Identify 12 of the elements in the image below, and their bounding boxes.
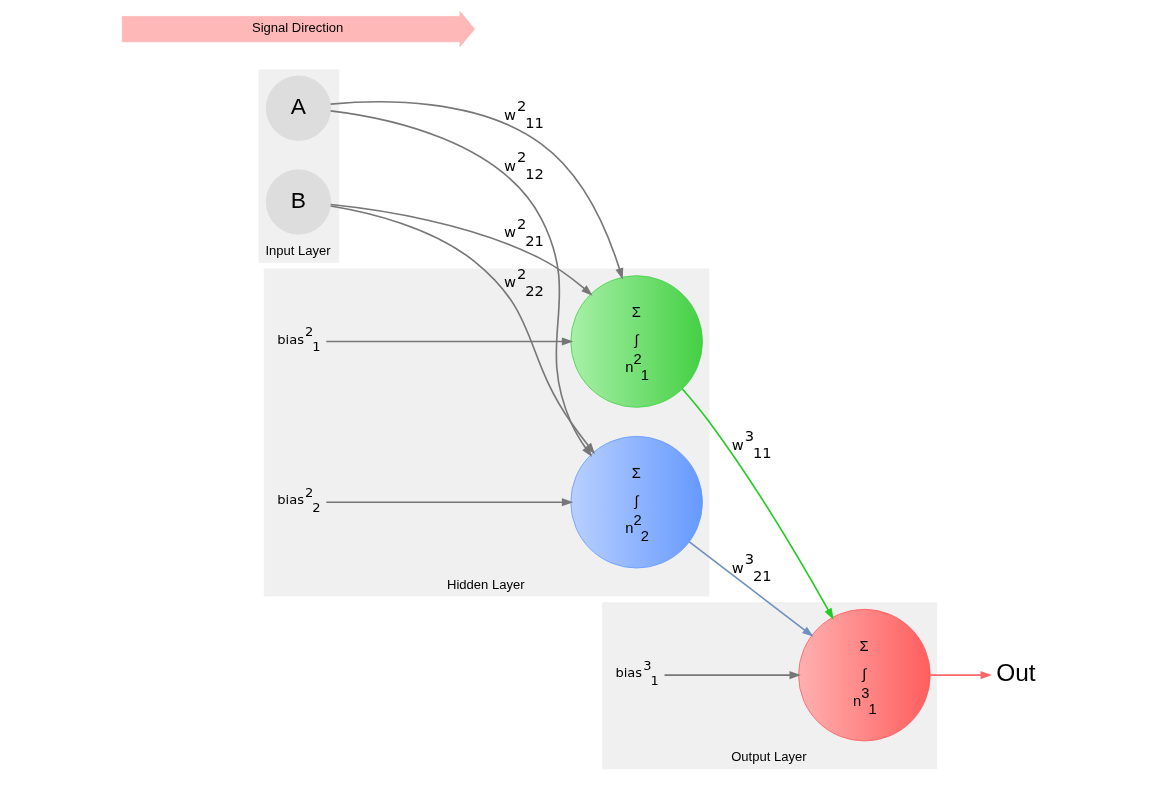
arrow bbox=[329, 205, 596, 455]
node-text: Out bbox=[996, 659, 1036, 687]
arrow bbox=[329, 203, 593, 296]
arrow bbox=[663, 671, 801, 680]
arrow bbox=[929, 671, 992, 680]
arrow bbox=[325, 498, 574, 507]
node-circle: B bbox=[265, 169, 332, 235]
arrow bbox=[688, 541, 814, 637]
arrow bbox=[329, 101, 624, 280]
arrow bbox=[681, 388, 834, 620]
node-circle: A bbox=[265, 75, 332, 141]
arrow bbox=[325, 337, 574, 346]
